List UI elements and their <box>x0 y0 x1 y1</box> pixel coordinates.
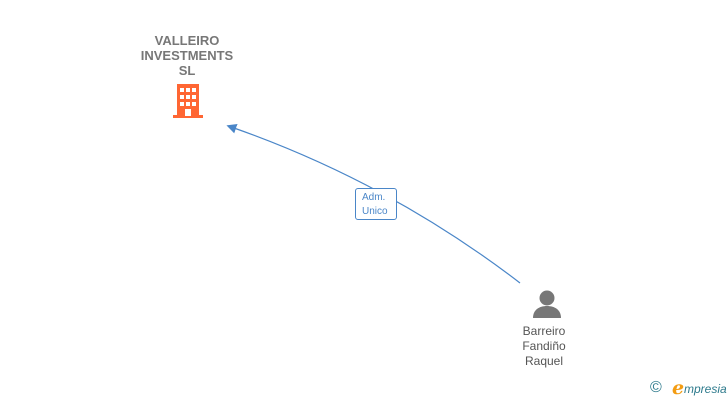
person-name-line: Raquel <box>524 354 564 368</box>
person-name-line: Fandiño <box>522 339 566 353</box>
company-name-line: SL <box>178 63 196 78</box>
brand-logo-initial: e <box>672 377 685 399</box>
relation-label-line: Unico <box>362 206 388 217</box>
building-icon[interactable] <box>171 83 205 124</box>
copyright-icon: © <box>650 379 662 396</box>
brand-logo-text: mpresia <box>684 382 727 396</box>
person-name[interactable]: Barreiro Fandiño Raquel <box>494 324 594 369</box>
company-name[interactable]: VALLEIRO INVESTMENTS SL <box>126 33 248 78</box>
person-name-line: Barreiro <box>522 324 566 338</box>
person-icon[interactable] <box>531 289 563 324</box>
company-name-line: INVESTMENTS <box>140 48 234 63</box>
company-name-line: VALLEIRO <box>154 33 220 48</box>
relation-label[interactable]: Adm. Unico <box>355 188 397 220</box>
relation-label-line: Adm. <box>362 192 386 203</box>
